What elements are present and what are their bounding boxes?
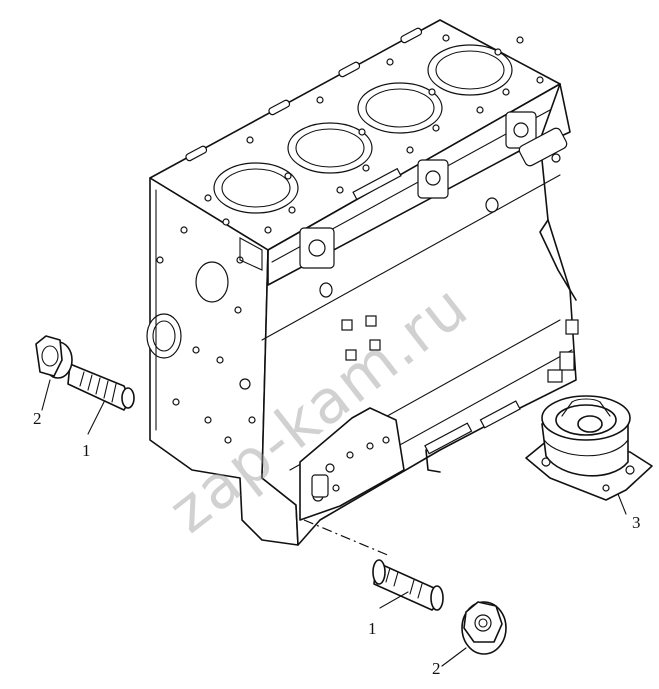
engine-block	[146, 19, 579, 546]
coolant-slots	[185, 27, 423, 162]
callout-1-bolt-bottom: 1	[368, 619, 377, 638]
leader-bolt-bottom	[379, 591, 409, 609]
cylinder-bore-1	[213, 162, 299, 214]
callout-2-flange-nut-top: 2	[33, 409, 42, 428]
leader-engine-mount	[617, 493, 627, 515]
cylinder-bore-2	[287, 122, 373, 174]
side-face-features	[299, 111, 579, 521]
bolt-bottom	[372, 559, 444, 611]
callout-2-flange-nut-bottom: 2	[432, 659, 441, 678]
deck-bolt-holes	[204, 34, 544, 234]
engine-mount	[525, 395, 653, 501]
leader-flange-nut-bottom	[441, 647, 467, 667]
bolt-top	[35, 335, 135, 411]
cylinder-bore-3	[357, 82, 443, 134]
leader-bolt-top	[87, 401, 105, 435]
callout-1-bolt-top: 1	[82, 441, 91, 460]
leader-flange-nut-top	[41, 379, 51, 411]
callout-3-engine-mount: 3	[632, 513, 641, 532]
cylinder-bore-4	[427, 44, 513, 96]
front-face-features	[146, 189, 263, 444]
flange-nut-bottom	[461, 601, 507, 655]
bolt-axis-centerline	[303, 519, 391, 557]
deck-rail	[267, 139, 541, 286]
